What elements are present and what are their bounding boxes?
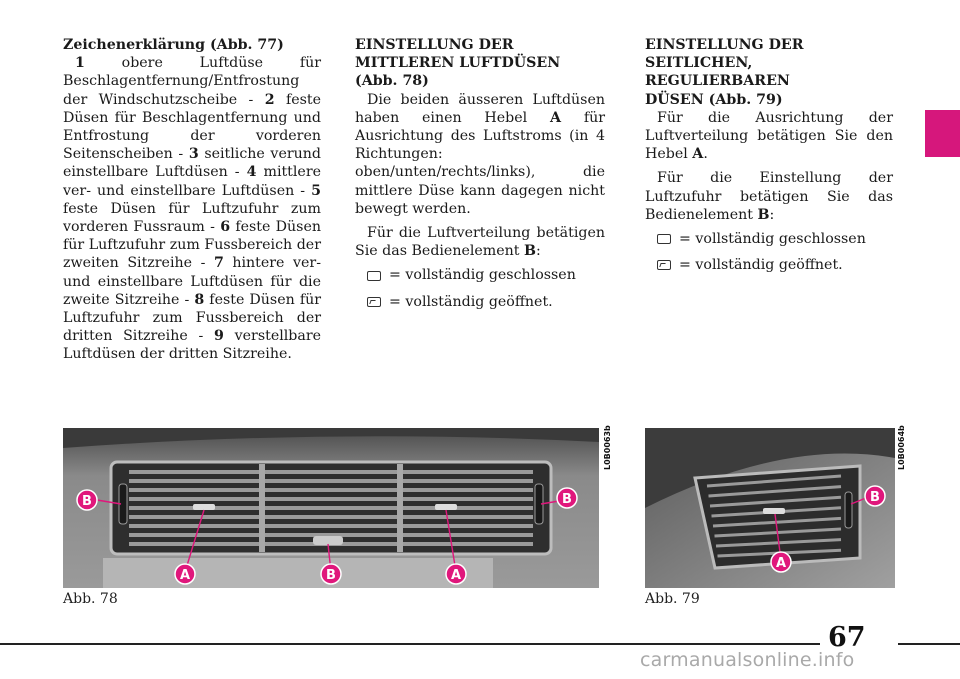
center-vent-illustration: B B A B A — [63, 428, 599, 588]
vent-slat — [129, 524, 533, 528]
vent-slat — [129, 479, 533, 483]
side-vent-illustration: B A — [645, 428, 895, 588]
closed-row: = vollständig geschlossen — [367, 266, 605, 284]
legend-heading: Zeichenerklärung (Abb. 77) — [63, 37, 284, 53]
open-row: = vollständig geöffnet. — [657, 256, 893, 274]
callout-b-right: B — [562, 492, 572, 507]
center-vents-column: EINSTELLUNG DER MITTLEREN LUFTDÜSEN (Abb… — [355, 36, 605, 311]
footer-rule-left — [0, 643, 820, 645]
open-row: = vollständig geöffnet. — [367, 293, 605, 311]
center-vents-paragraph-1: Die beiden äusseren Luftdüsen ha­ben ein… — [355, 91, 605, 217]
vent-slat — [129, 515, 533, 519]
callout-b-bottom: B — [326, 568, 336, 583]
side-vents-paragraph-1: Für die Ausrichtung der Luftvertei­lung … — [645, 109, 893, 163]
vent-slat — [129, 506, 533, 510]
closed-icon — [367, 270, 381, 281]
right-lever — [435, 504, 457, 510]
watermark: carmanualsonline.info — [640, 649, 855, 671]
figure-79-code: L0B0064b — [897, 425, 906, 470]
side-vents-column: EINSTELLUNG DER SEITLICHEN, REGULIERBARE… — [645, 36, 893, 274]
figure-79-photo: B A — [645, 428, 895, 588]
callout-b-left: B — [82, 494, 92, 509]
callout-a-right: A — [451, 568, 461, 583]
center-vents-paragraph-2: Für die Luftverteilung betätigen Sie das… — [355, 225, 605, 260]
vent-slat — [708, 485, 842, 498]
vent-slat — [129, 488, 533, 492]
vent-slat — [712, 516, 842, 528]
side-wheel — [844, 491, 853, 529]
legend-text: 1 obere Luftdüse für Beschlagentfer­nung… — [63, 55, 322, 363]
page-number: 67 — [828, 622, 866, 653]
callout-b: B — [870, 490, 880, 505]
side-vents-heading: EINSTELLUNG DER SEITLICHEN, REGULIERBARE… — [645, 37, 804, 108]
figure-78-caption: Abb. 78 — [63, 591, 118, 607]
figure-78-code: L0B0063b — [603, 425, 612, 470]
left-lever — [193, 504, 215, 510]
section-tab-marker — [925, 110, 960, 157]
closed-icon — [657, 234, 671, 245]
open-icon — [367, 296, 381, 307]
legend-column: Zeichenerklärung (Abb. 77) 1 obere Luftd… — [63, 36, 321, 364]
center-knob — [313, 536, 343, 545]
open-icon — [657, 260, 671, 271]
figure-78-photo: B B A B A — [63, 428, 599, 588]
callout-a: A — [776, 556, 786, 571]
closed-row: = vollständig geschlossen — [657, 230, 893, 248]
side-lever — [763, 508, 785, 514]
vent-slat — [129, 497, 533, 501]
callout-a-left: A — [180, 568, 190, 583]
footer-rule-right — [898, 643, 960, 645]
vent-slat — [709, 495, 842, 508]
vent-slats — [129, 470, 533, 546]
figure-79-caption: Abb. 79 — [645, 591, 700, 607]
side-vents-paragraph-2: Für die Einstellung der Luftzufuhr betät… — [645, 170, 893, 223]
vent-slat — [129, 470, 533, 474]
vent-slat — [129, 533, 533, 537]
center-vents-heading: EINSTELLUNG DER MITTLEREN LUFTDÜSEN (Abb… — [355, 37, 561, 90]
vent-slat — [706, 474, 842, 488]
